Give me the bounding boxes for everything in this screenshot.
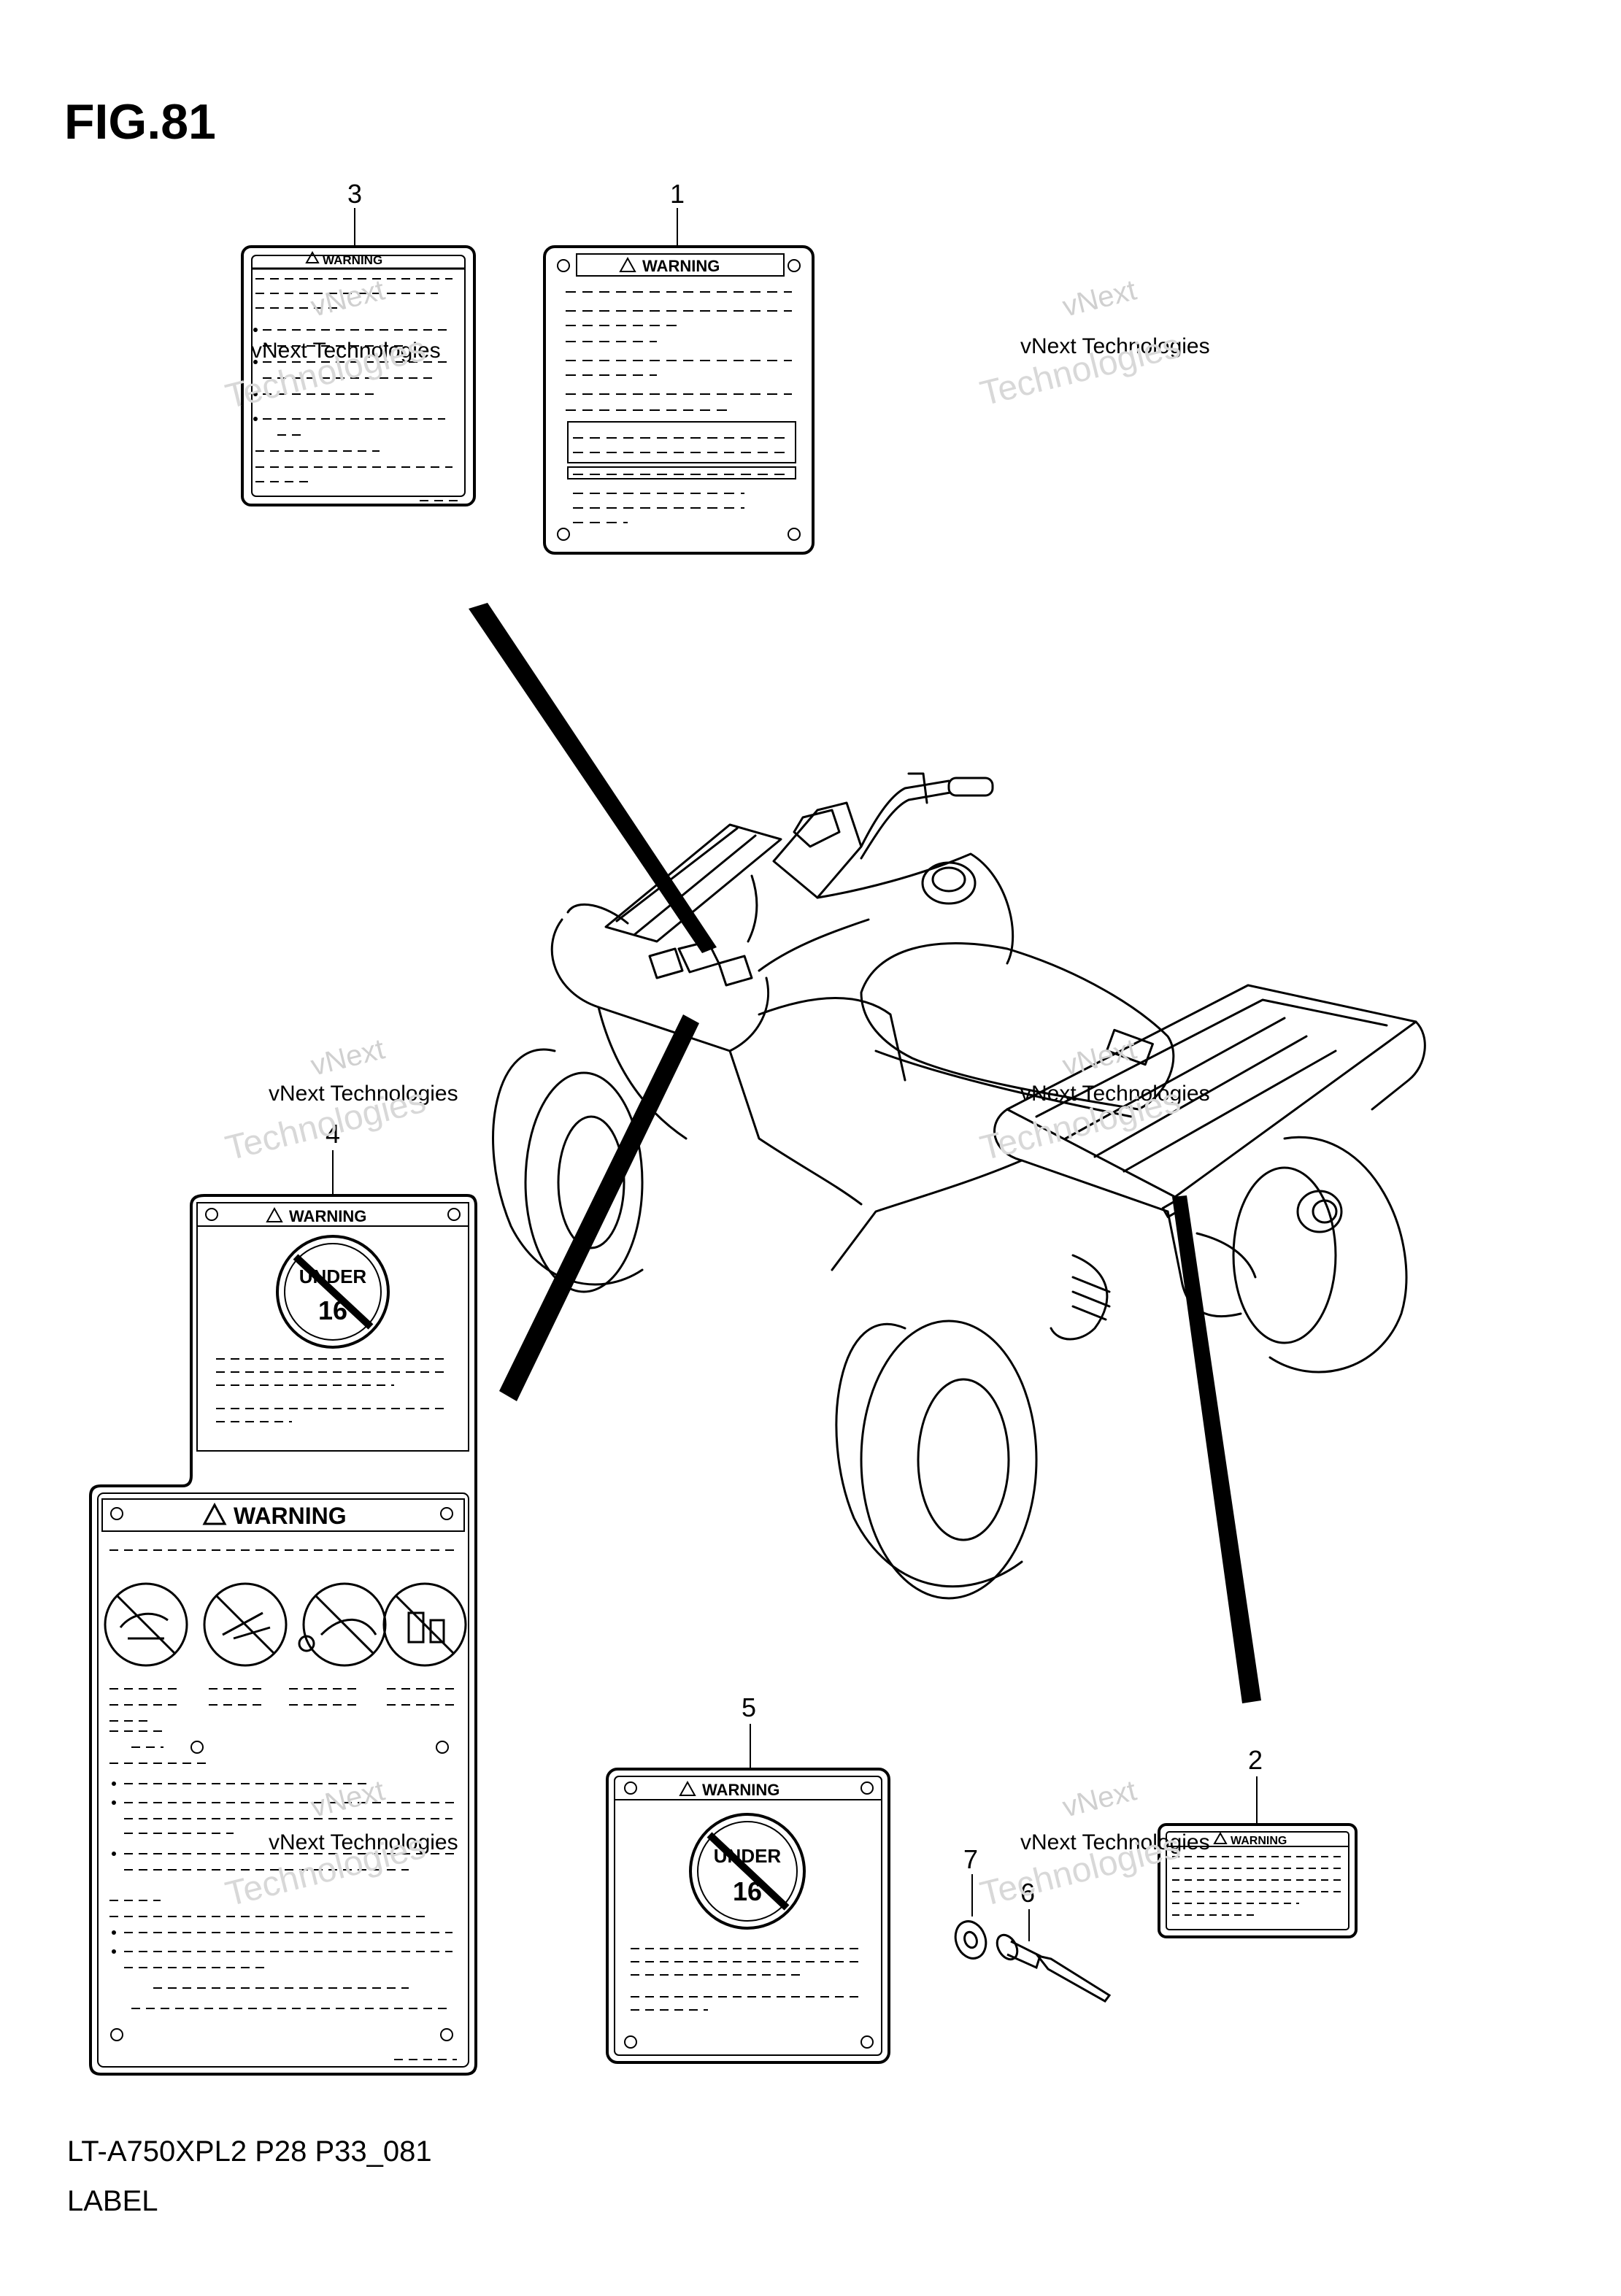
label-5-under: UNDER	[714, 1845, 782, 1867]
warning-triangle-icon	[1213, 1831, 1228, 1844]
callout-6: 6	[1020, 1878, 1035, 1908]
atv-illustration	[492, 772, 1426, 1600]
label-5-age: 16	[733, 1876, 762, 1906]
callout-2: 2	[1248, 1745, 1263, 1775]
watermark: vNext vNext Technologies Technologies vN…	[222, 274, 1210, 1914]
diagram-code: LT-A750XPL2 P28 P33_081	[67, 2135, 432, 2168]
label-5: WARNING UNDER 16	[606, 1768, 890, 2064]
warning-triangle-icon	[202, 1502, 227, 1525]
svg-text:vNext Technologies: vNext Technologies	[251, 339, 441, 363]
label-3-warning: WARNING	[323, 253, 382, 267]
callout-7: 7	[963, 1844, 978, 1874]
svg-text:vNext: vNext	[308, 1774, 388, 1823]
callout-1: 1	[670, 179, 685, 209]
warning-triangle-icon	[266, 1206, 283, 1222]
svg-text:vNext Technologies: vNext Technologies	[269, 1830, 458, 1854]
label-4-warning: WARNING	[289, 1207, 366, 1225]
svg-text:vNext: vNext	[308, 1033, 388, 1082]
no-stunt-icon	[302, 1582, 387, 1667]
callout-5: 5	[742, 1692, 756, 1722]
callout-4: 4	[326, 1119, 340, 1149]
label-5-warning: WARNING	[702, 1781, 779, 1799]
label-2-warning: WARNING	[1231, 1835, 1287, 1847]
warning-triangle-icon	[305, 250, 320, 263]
svg-text:vNext Technologies: vNext Technologies	[1020, 1830, 1210, 1854]
warning-triangle-icon	[619, 256, 636, 272]
figure-title: FIG.81	[64, 94, 216, 150]
label-3: WARNING	[241, 245, 476, 506]
svg-text:vNext Technologies: vNext Technologies	[269, 1082, 458, 1106]
no-passenger-icon	[104, 1582, 188, 1667]
svg-text:vNext Technologies: vNext Technologies	[1020, 1082, 1210, 1106]
svg-text:vNext: vNext	[1060, 1033, 1140, 1082]
label-4b-warning: WARNING	[234, 1503, 347, 1529]
diagram-name: LABEL	[67, 2185, 158, 2217]
no-alcohol-icon	[382, 1582, 467, 1667]
label-4-age: 16	[318, 1295, 347, 1325]
warning-triangle-icon	[679, 1780, 696, 1796]
svg-text:vNext: vNext	[1060, 274, 1140, 323]
pointer-bar-1	[469, 603, 717, 953]
label-4: WARNING UNDER 16 WARNING	[89, 1194, 477, 2076]
label-1: WARNING	[543, 245, 815, 555]
label-4-under: UNDER	[299, 1266, 367, 1287]
svg-text:vNext Technologies: vNext Technologies	[1020, 334, 1210, 358]
rivet-6	[996, 1933, 1112, 2003]
under-16-icon: UNDER 16	[276, 1235, 390, 1349]
pointer-bar-2	[1172, 1195, 1261, 1703]
svg-text:vNext: vNext	[1060, 1774, 1140, 1823]
svg-text:vNext: vNext	[308, 274, 388, 323]
callout-3: 3	[347, 179, 362, 209]
under-16-icon: UNDER 16	[689, 1813, 806, 1930]
pointer-bar-4	[499, 1014, 699, 1401]
no-pavement-icon	[203, 1582, 288, 1667]
label-1-warning: WARNING	[642, 257, 720, 275]
washer-7	[954, 1920, 987, 1960]
